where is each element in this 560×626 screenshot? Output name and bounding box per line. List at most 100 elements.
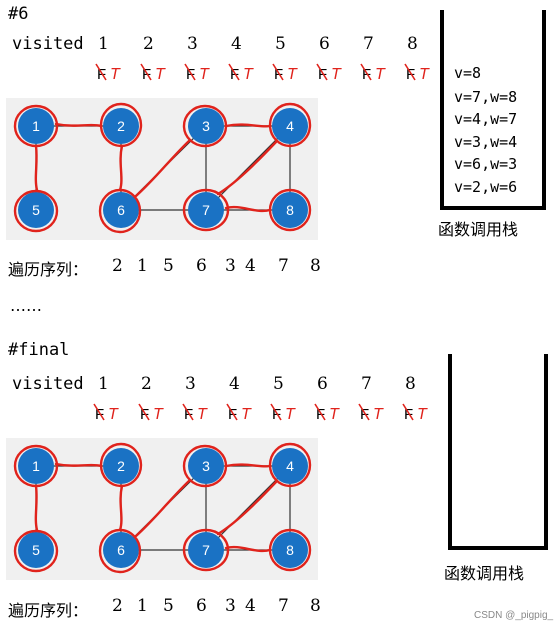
red-trace [216,140,278,196]
red-annotations [13,442,312,574]
red-trace [118,484,124,532]
node-label: 8 [286,542,294,558]
strike-mark [404,63,416,81]
traversal-label: 遍历序列： [8,601,89,620]
red-trace [224,205,272,213]
strike-mark [316,63,328,81]
traversal-item: 3 [225,596,236,616]
mark-text: T [417,406,428,423]
red-trace [216,480,278,536]
stack-frame: v=8 [454,64,482,82]
strike-mark [402,403,414,421]
graph-nodes: 1 2 3 4 5 6 7 8 [18,448,308,568]
graph-nodes: 1 2 3 4 5 6 7 8 [18,108,308,228]
traversal-item: 3 [225,256,236,276]
traversal-item: 6 [196,256,207,276]
red-trace [134,138,192,198]
ellipsis: …… [10,296,42,315]
mark-text: T [199,66,210,83]
strike-mark [95,63,107,81]
vertex-number: 2 [141,374,152,394]
red-circle [13,189,59,233]
red-trace [224,463,272,468]
vertex-number: 7 [361,374,372,394]
call-stack [448,354,548,550]
traversal-label: 遍历序列： [8,260,89,279]
stack-frame: v=7,w=8 [454,88,518,106]
vertex-number-row: 1 2 3 4 5 6 7 8 [88,34,438,54]
vertex-number: 2 [143,34,154,54]
red-trace [34,144,39,192]
red-trace [34,484,39,532]
traversal-item: 1 [137,256,148,276]
mark-text: T [197,406,208,423]
traversal-item: 2 [112,596,123,616]
graph-node-7: 7 [188,532,224,568]
strike-mark [138,403,150,421]
strike-mark [228,63,240,81]
vertex-number: 3 [185,374,196,394]
vertex-number: 1 [98,34,109,54]
vertex-number: 8 [405,374,416,394]
vertex-number: 4 [231,34,242,54]
vertex-number: 7 [363,34,374,54]
traversal-sequence: 2 1 5 6 3 4 7 8 [112,256,332,278]
node-label: 5 [32,202,40,218]
vertex-number: 6 [317,374,328,394]
vertex-number: 6 [319,34,330,54]
vertex-number: 5 [275,34,286,54]
mark-text: T [243,66,254,83]
mark-text: T [331,66,342,83]
traversal-item: 2 [112,256,123,276]
graph-node-4: 4 [272,448,308,484]
visited-label: visited [12,374,84,394]
node-label: 3 [202,118,210,134]
graph-node-5: 5 [18,532,54,568]
stack-caption: 函数调用栈 [444,564,525,583]
graph-node-2: 2 [103,108,139,144]
strike-mark [358,403,370,421]
flag-text: F [318,66,327,83]
stack-frame: v=6,w=3 [454,155,518,173]
vertex-number-row: 1 2 3 4 5 6 7 8 [88,374,438,394]
stack-caption: 函数调用栈 [438,220,519,239]
red-trace [224,545,272,553]
mark-text: T [108,406,119,423]
traversal-sequence: 2 1 5 6 3 4 7 8 [112,596,332,618]
mark-text: T [285,406,296,423]
stack-frame: v=3,w=4 [454,133,518,151]
graph-node-1: 1 [18,108,54,144]
mark-text: T [419,66,430,83]
vertex-number: 5 [273,374,284,394]
graph-node-7: 7 [188,192,224,228]
traversal-item: 5 [163,256,174,276]
graph-panel: 1 2 3 4 5 6 7 8 [6,438,318,580]
vertex-number: 8 [407,34,418,54]
flag-text: F [230,66,239,83]
red-trace [118,144,124,192]
red-circle [182,188,230,232]
strike-mark [184,63,196,81]
graph-node-6: 6 [103,192,139,228]
node-label: 8 [286,202,294,218]
mark-text: T [153,406,164,423]
strike-mark [314,403,326,421]
visited-label: visited [12,34,84,54]
flag-text: F [362,66,371,83]
strike-mark [140,63,152,81]
node-label: 2 [117,118,125,134]
flag-text: F [316,406,325,423]
flag-text: F [228,406,237,423]
node-label: 7 [202,202,210,218]
graph-node-8: 8 [272,532,308,568]
section-title: #6 [8,4,29,24]
flag-text: F [184,406,193,423]
strike-mark [360,63,372,81]
graph-node-2: 2 [103,448,139,484]
node-label: 2 [117,458,125,474]
node-label: 6 [117,202,125,218]
mark-text: T [329,406,340,423]
node-label: 4 [286,458,294,474]
mark-text: T [155,66,166,83]
traversal-item: 1 [137,596,148,616]
